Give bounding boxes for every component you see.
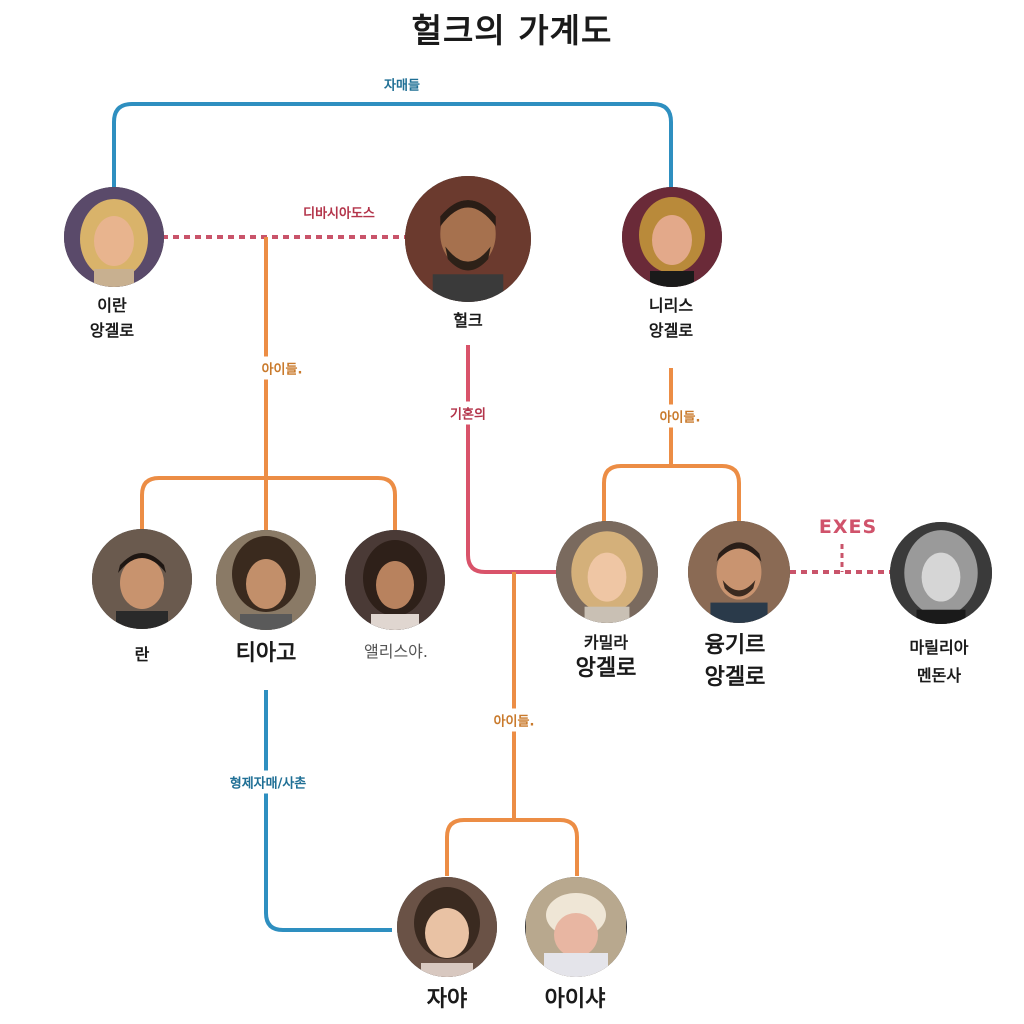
children-liris-branch [602,464,741,522]
marilia-name: 마릴리아 멘돈사 [910,634,969,690]
iran-last-name: 앙겔로 [89,320,135,340]
marilia-photo [890,522,992,624]
marilia-first-name: 마릴리아 [909,638,969,657]
yugir-photo [688,521,790,623]
alicia-first-name: 앨리스야. [364,642,428,661]
siblings-line [112,102,673,190]
zaya-first-name: 자야 [426,987,468,1012]
tiago-first-name: 티아고 [235,641,297,666]
ran-photo [92,529,192,629]
aisha-name: 아이샤 [545,984,606,1016]
liris-last-name: 앙겔로 [648,320,694,340]
camila-first-name: 카밀라 [583,633,629,652]
exes-label: EXES [814,516,882,538]
alicia-name: 앨리스야. [364,640,428,665]
divorced-label: 디바시아도스 [293,200,385,224]
iran-first-name: 이란 [97,296,127,315]
cousins-line [264,690,392,932]
alicia-photo [345,530,445,630]
children-iran-label: 아이들. [251,356,313,380]
children-camila-branch [445,818,579,876]
children-iran-branch [140,476,397,532]
camila-name: 카밀라 앙겔로 [576,632,637,683]
liris-name: 니리스 앙겔로 [649,294,693,344]
yugir-last-name: 앙겔로 [704,664,766,690]
zaya-name: 자야 [427,984,467,1016]
ran-first-name: 란 [134,645,150,664]
camila-photo [556,521,658,623]
cousins-label: 형제자매/사촌 [219,770,317,794]
children-liris-label: 아이들. [649,404,711,428]
iran-photo [64,187,164,287]
iran-name: 이란 앙겔로 [90,294,134,344]
marilia-last-name: 멘돈사 [916,666,962,685]
yugir-first-name: 융기르 [704,633,766,658]
married-label: 기혼의 [440,401,496,425]
aisha-photo [525,877,627,977]
page-title: 헐크의 가계도 [411,11,613,50]
hulk-photo [405,176,531,302]
aisha-first-name: 아이샤 [544,987,606,1012]
tiago-name: 티아고 [236,638,297,670]
siblings-label: 자매들 [374,72,430,96]
zaya-photo [397,877,497,977]
married-line [466,345,560,574]
tiago-photo [216,530,316,630]
liris-photo [622,187,722,287]
hulk-first-name: 헐크 [453,311,483,330]
ran-name: 란 [135,643,150,668]
hulk-name: 헐크 [453,309,482,334]
liris-first-name: 니리스 [648,296,694,315]
children-camila-label: 아이들. [483,708,545,732]
camila-last-name: 앙겔로 [575,655,637,681]
yugir-name: 융기르 앙겔로 [705,630,766,694]
